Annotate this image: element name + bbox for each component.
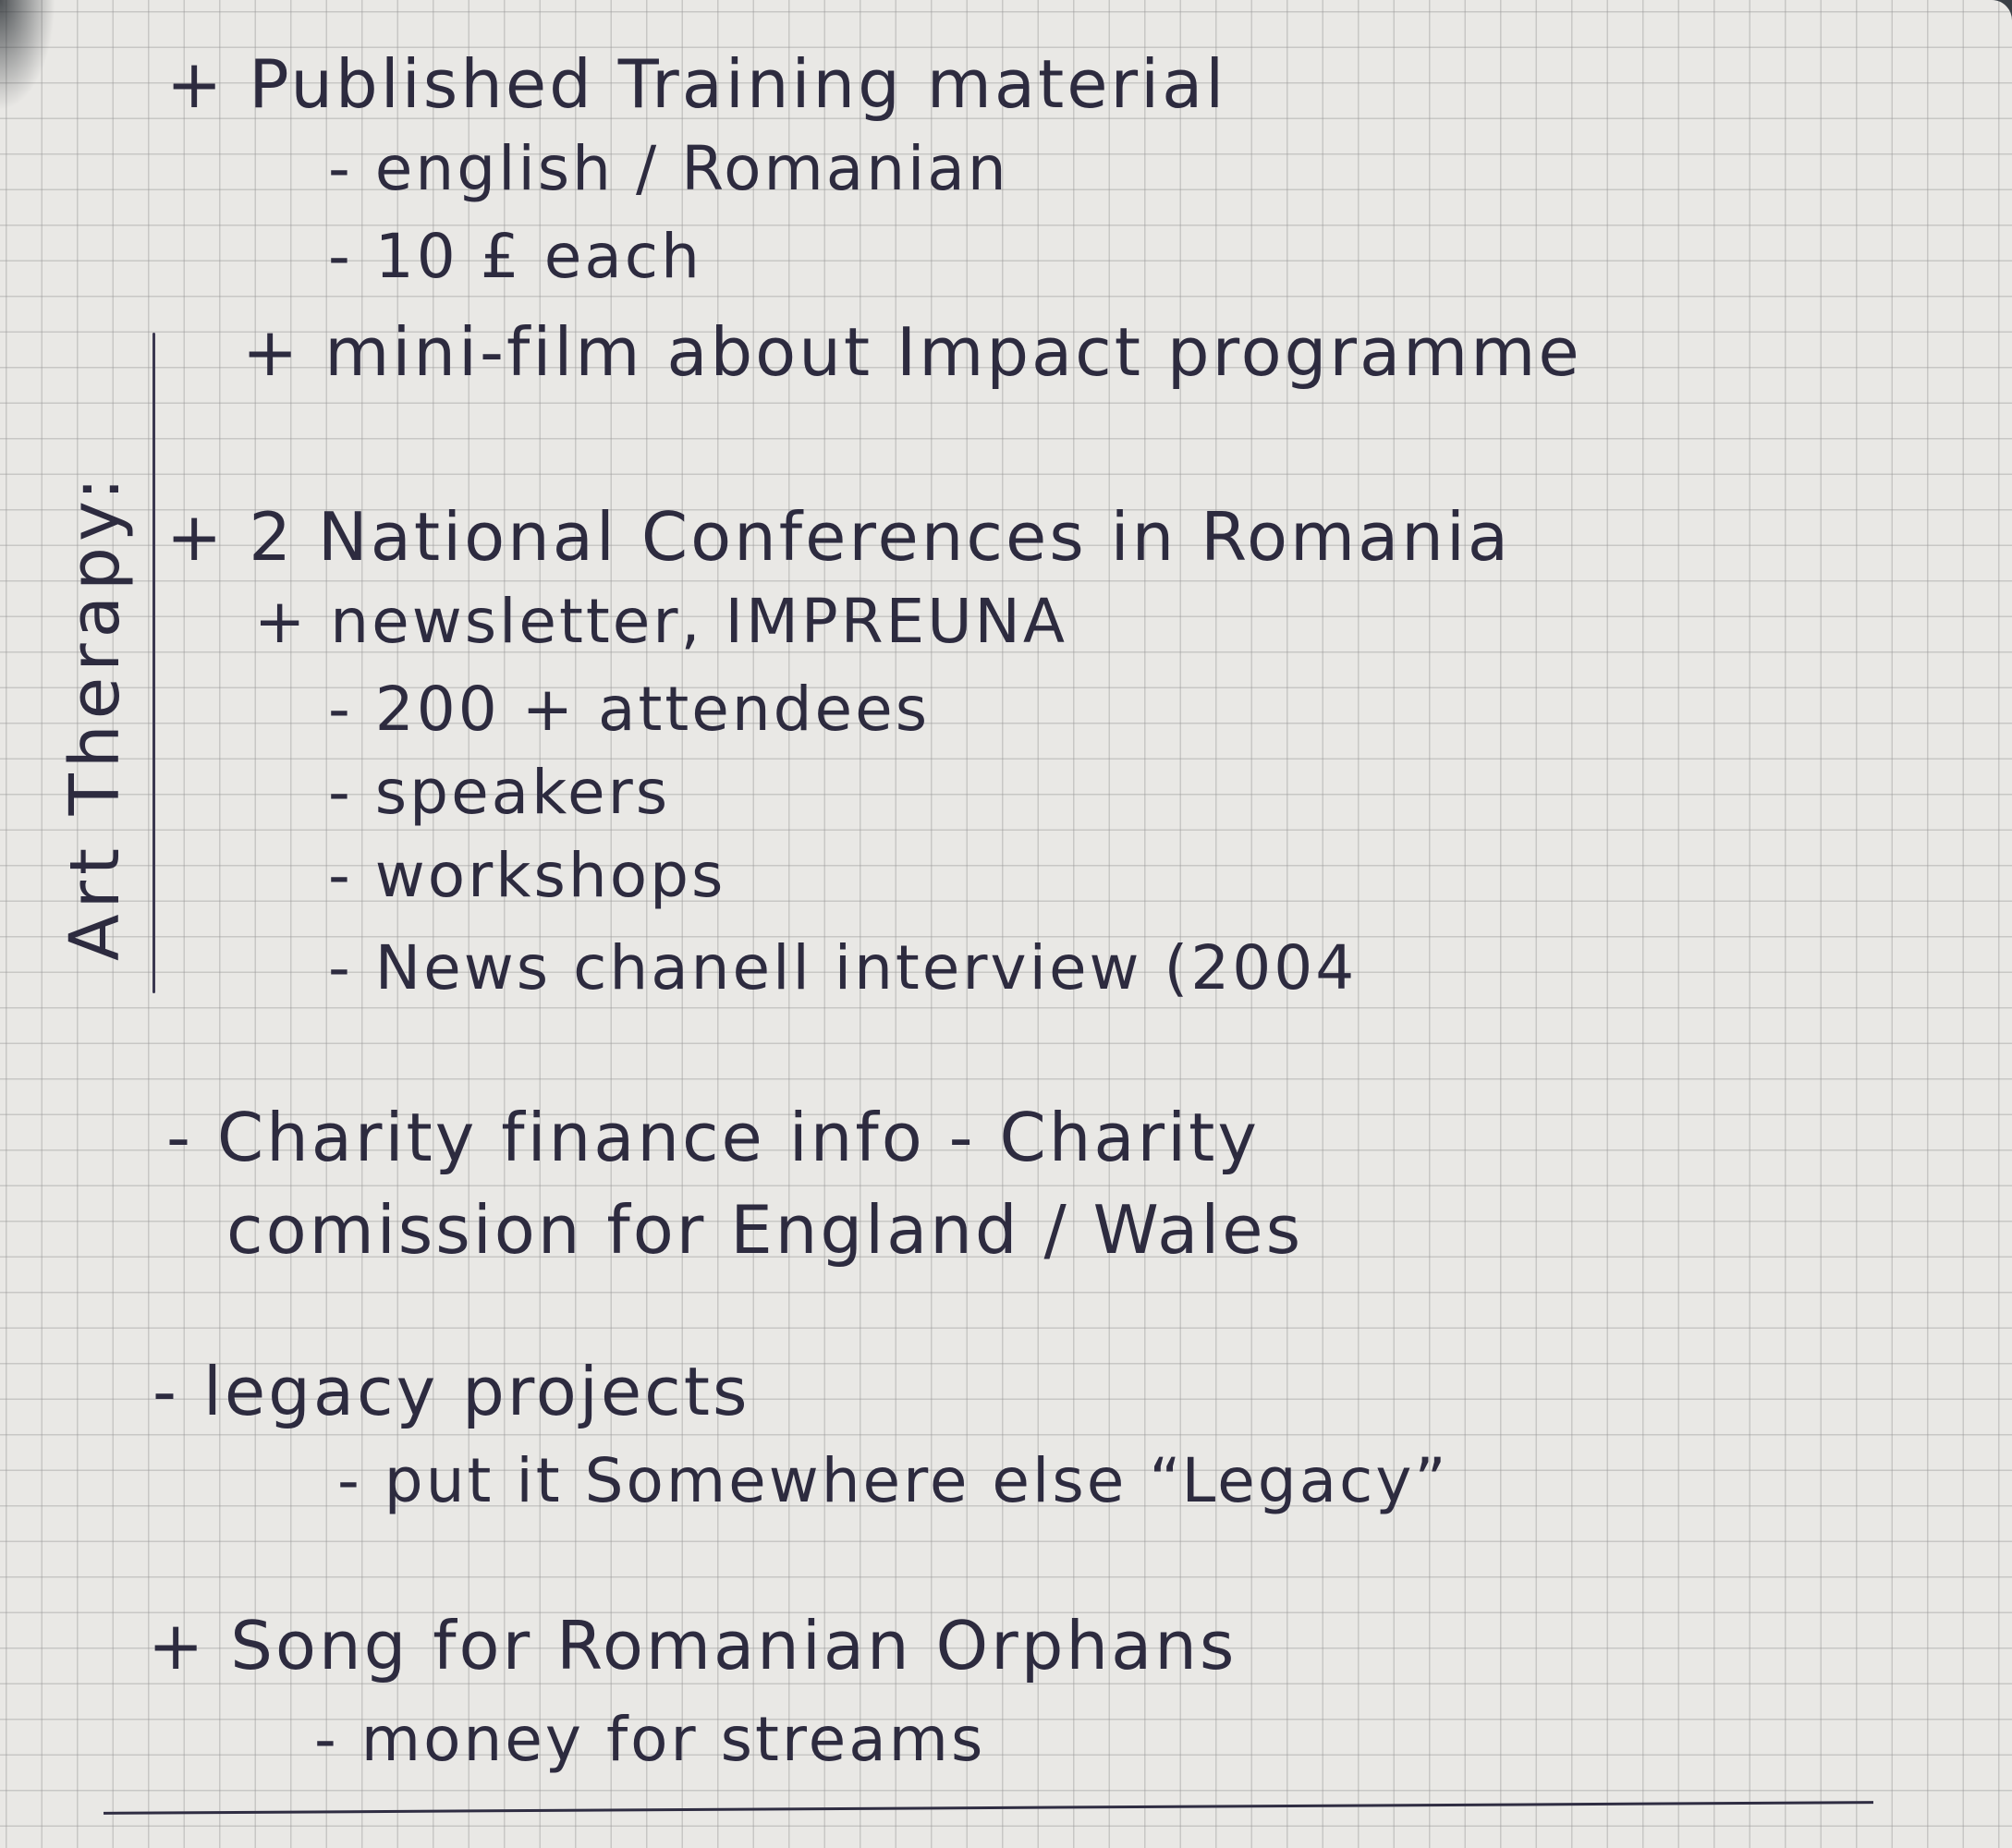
note-line-english-romanian: - english / Romanian xyxy=(328,133,1009,204)
note-line-put-it-elsewhere: - put it Somewhere else “Legacy” xyxy=(337,1445,1449,1516)
page-corner-shadow xyxy=(0,0,55,111)
note-line-national-conferences: + 2 National Conferences in Romania xyxy=(166,498,1512,576)
note-line-charity-commission: comission for England / Wales xyxy=(226,1191,1304,1269)
note-line-charity-finance: - Charity finance info - Charity xyxy=(166,1099,1260,1176)
side-label-art-therapy: Art Therapy: xyxy=(55,471,135,961)
bottom-rule-line xyxy=(104,1801,1873,1815)
note-line-money-streams: - money for streams xyxy=(314,1704,986,1775)
note-line-legacy-projects: - legacy projects xyxy=(152,1353,750,1430)
note-line-news-interview: - News chanell interview (2004 xyxy=(328,932,1358,1003)
note-line-mini-film: + mini-film about Impact programme xyxy=(242,313,1582,391)
note-line-newsletter: + newsletter, IMPREUNA xyxy=(254,586,1068,657)
note-line-workshops: - workshops xyxy=(328,840,726,911)
side-bracket-line xyxy=(152,333,155,993)
note-line-price-each: - 10 £ each xyxy=(328,221,702,292)
note-line-song-orphans: + Song for Romanian Orphans xyxy=(148,1607,1238,1684)
note-line-published-training: + Published Training material xyxy=(166,45,1227,123)
note-line-attendees: - 200 + attendees xyxy=(328,674,931,745)
note-line-speakers: - speakers xyxy=(328,757,671,828)
